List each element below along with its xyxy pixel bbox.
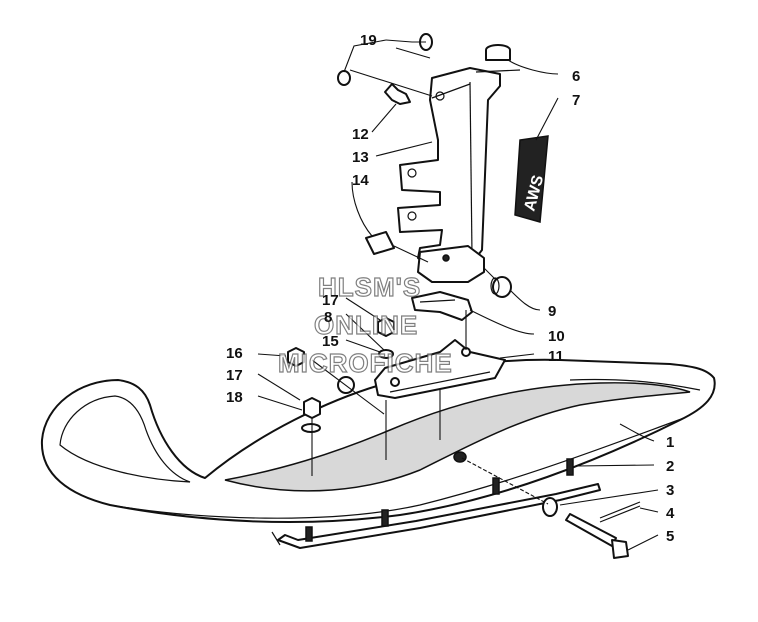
watermark-line-2: ONLINE [314,310,418,340]
cap-plug [475,44,521,73]
callout-17b: 17 [226,367,243,384]
watermark-line-1: HLSM'S [318,272,421,302]
ski-saddle [374,339,506,399]
callout-5: 5 [666,528,674,545]
wear-bar [271,458,601,549]
callout-1: 1 [666,434,674,451]
callout-3: 3 [666,482,674,499]
bushing-14 [365,231,395,255]
callout-labels: 19 6 7 12 13 14 9 17 8 10 15 11 16 17 18… [226,32,675,545]
callout-19: 19 [360,32,377,49]
callout-10: 10 [548,328,565,345]
callout-13: 13 [352,149,369,166]
callout-11: 11 [548,348,564,365]
spindle-housing [397,67,501,283]
callout-16: 16 [226,345,243,362]
callout-7: 7 [572,92,580,109]
lock-nut-19b [337,70,351,86]
washer-3 [542,497,558,517]
nut-17a [377,317,395,337]
watermark: HLSM'S ONLINE MICROFICHE [277,271,453,378]
nut-17b [303,397,321,419]
washer-8 [378,349,394,359]
callout-4: 4 [666,505,675,522]
leader-lines [257,39,659,551]
grease-fitting [384,83,411,105]
bushing-9 [490,276,512,298]
callout-2: 2 [666,458,674,475]
callout-9: 9 [548,303,556,320]
cotter-pin-4 [599,501,641,523]
aws-decal: AWS [514,135,549,223]
nut-16 [287,347,305,367]
watermark-line-3: MICROFICHE [278,348,453,378]
washer-18 [301,423,321,433]
ski-body [40,358,716,524]
callout-15: 15 [322,333,339,350]
callout-17a: 17 [322,292,339,309]
callout-18: 18 [226,389,243,406]
callout-8: 8 [324,309,332,326]
callout-14: 14 [352,172,369,189]
spindle-isolator [411,291,473,321]
ski-bolt-hole [453,451,467,463]
bolt-5 [565,513,629,559]
callout-12: 12 [352,126,369,143]
callout-6: 6 [572,68,580,85]
